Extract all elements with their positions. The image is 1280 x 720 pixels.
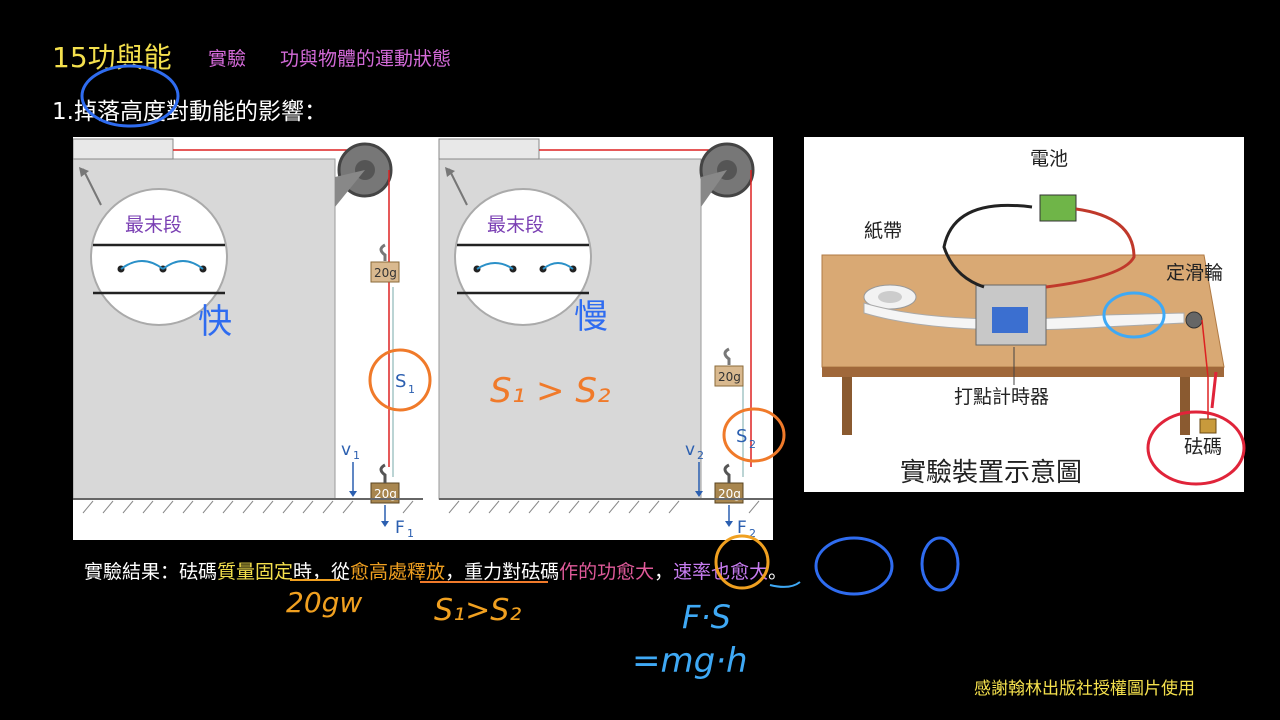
setup-svg: 電池 紙帶 定滑輪 打點計時器 砝碼 實驗裝置示意圖 [804,137,1244,492]
svg-text:v: v [685,440,695,460]
svg-text:20g: 20g [374,266,397,280]
note-mass: 20gw [286,586,362,619]
svg-text:1: 1 [353,449,360,462]
svg-text:定滑輪: 定滑輪 [1166,262,1223,284]
experiment-tag: 實驗 [208,48,247,70]
falling-weight-svg: 20g 20g S 1 v 1 F 1 最末段 [73,138,773,540]
result-end: 。 [768,561,788,583]
magnifier-right [454,188,592,326]
left-setup: 20g 20g S 1 v 1 F 1 最末段 [73,138,415,540]
svg-text:最末段: 最末段 [487,214,544,236]
pulley-icon [1185,311,1203,329]
svg-text:打點計時器: 打點計時器 [954,386,1049,408]
experiment-setup-diagram: 電池 紙帶 定滑輪 打點計時器 砝碼 實驗裝置示意圖 [804,137,1244,492]
weight-icon [1199,418,1217,434]
svg-text:實驗裝置示意圖: 實驗裝置示意圖 [900,458,1082,488]
experiment-result: 實驗結果：砝碼質量固定時，從愈高處釋放，重力對砝碼作的功愈大，速率也愈大。 [84,557,787,584]
svg-text:2: 2 [749,527,756,540]
result-mid-1: 時，從 [293,561,351,583]
svg-text:20g: 20g [374,487,397,501]
experiment-title: 功與物體的運動狀態 [280,48,452,70]
svg-text:F: F [395,518,405,538]
svg-text:紙帶: 紙帶 [864,220,902,242]
right-setup: 20g 20g S 2 v 2 F 2 最末段 [438,138,756,540]
svg-text:電池: 電池 [1030,148,1068,170]
svg-text:最末段: 最末段 [125,214,182,236]
svg-text:2: 2 [749,438,756,451]
note-work-formula-2: =mg·h [632,641,748,681]
mass-fixed-text: 質量固定 [217,561,294,583]
image-credit: 感謝翰林出版社授權圖片使用 [974,679,1195,699]
svg-text:砝碼: 砝碼 [1184,436,1222,458]
svg-text:F: F [737,518,747,538]
svg-text:1: 1 [408,383,415,396]
battery-icon [1039,194,1077,222]
chapter-title: 15功與能 [52,41,172,74]
note-s-compare-2: S₁>S₂ [434,593,521,628]
result-mid-2: ，重力對砝碼 [445,561,560,583]
svg-text:S: S [736,426,747,447]
weight-top-right [714,365,744,387]
falling-weight-diagram: 20g 20g S 1 v 1 F 1 最末段 [73,137,773,540]
note-work-formula: F·S [682,598,731,636]
work-larger-text: 作的功愈大 [559,561,655,583]
svg-text:20g: 20g [718,370,741,384]
result-comma: ， [654,561,674,583]
magnifier-left [90,188,228,326]
higher-release-text: 愈高處釋放 [350,561,446,583]
svg-text:S: S [395,371,406,392]
speed-larger-text: 速率也愈大 [673,561,769,583]
circle-annotation [920,536,960,592]
section-heading: 1.掉落高度對動能的影響： [52,99,327,125]
weight-top-left [370,261,400,283]
svg-text:20g: 20g [718,487,741,501]
svg-text:2: 2 [697,449,704,462]
svg-text:v: v [341,440,351,460]
circle-annotation [814,536,894,596]
svg-text:1: 1 [407,527,414,540]
result-prefix: 實驗結果：砝碼 [84,561,218,583]
